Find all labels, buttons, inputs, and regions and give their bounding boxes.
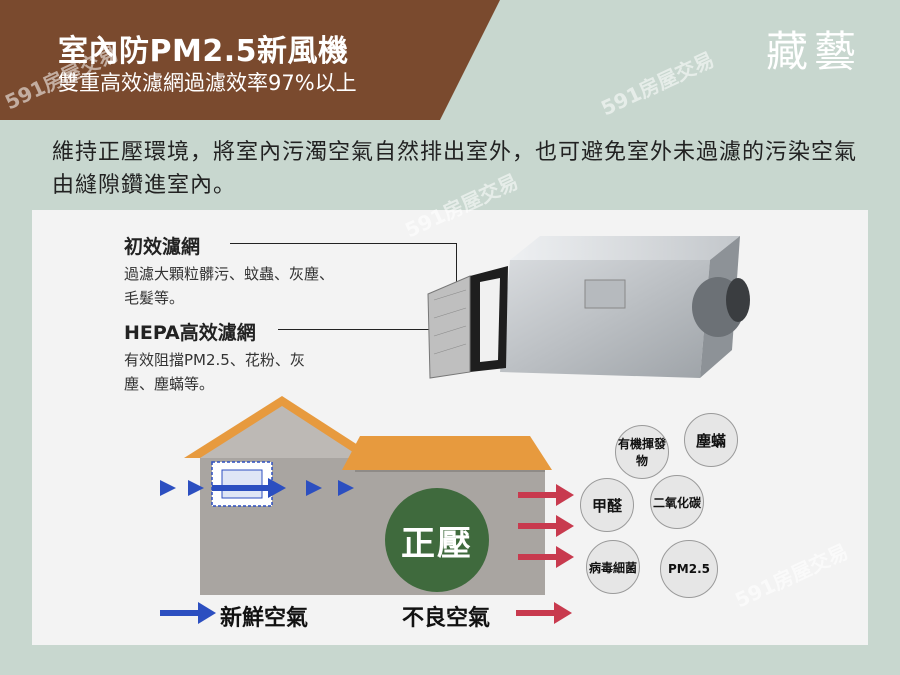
page-subtitle: 雙重高效濾網過濾效率97%以上	[58, 71, 357, 95]
primary-filter-title: 初效濾網	[124, 236, 201, 258]
primary-filter-leader-drop	[456, 243, 457, 283]
fresh-air-label: 新鮮空氣	[220, 606, 309, 631]
hepa-filter-text: 有效阻擋PM2.5、花粉、灰塵、塵蟎等。	[124, 351, 305, 393]
positive-pressure-badge: 正壓	[385, 488, 489, 592]
primary-filter-leader	[230, 243, 456, 244]
bad-air-legend-arrow	[516, 602, 572, 624]
pollutant-co2: 二氧化碳	[650, 475, 704, 529]
fresh-air-legend-arrow	[160, 602, 216, 624]
brand-logo: 藏藝	[765, 27, 862, 76]
fresh-air-arrows	[160, 478, 354, 498]
primary-filter-text: 過濾大顆粒髒污、蚊蟲、灰塵、毛髮等。	[124, 265, 335, 307]
hepa-filter-leader	[278, 329, 508, 330]
pollutant-pm25: PM2.5	[660, 540, 718, 598]
page-title: 室內防PM2.5新風機	[58, 34, 349, 69]
description-text: 維持正壓環境，將室內污濁空氣自然排出室外，也可避免室外未過濾的污染空氣由縫隙鑽進…	[52, 140, 858, 198]
fresh-air-unit-image	[427, 236, 750, 379]
pollutant-virus-bacteria: 病毒細菌	[586, 540, 640, 594]
pollutant-voc: 有機揮發物	[615, 425, 669, 479]
bad-air-label: 不良空氣	[402, 606, 491, 631]
hepa-filter-title: HEPA高效濾網	[124, 322, 256, 344]
bad-air-arrows	[518, 484, 574, 568]
pollutant-dust-mites: 塵蟎	[684, 413, 738, 467]
pollutant-formaldehyde: 甲醛	[580, 478, 634, 532]
title-banner	[0, 0, 500, 120]
house-illustration	[184, 396, 552, 595]
